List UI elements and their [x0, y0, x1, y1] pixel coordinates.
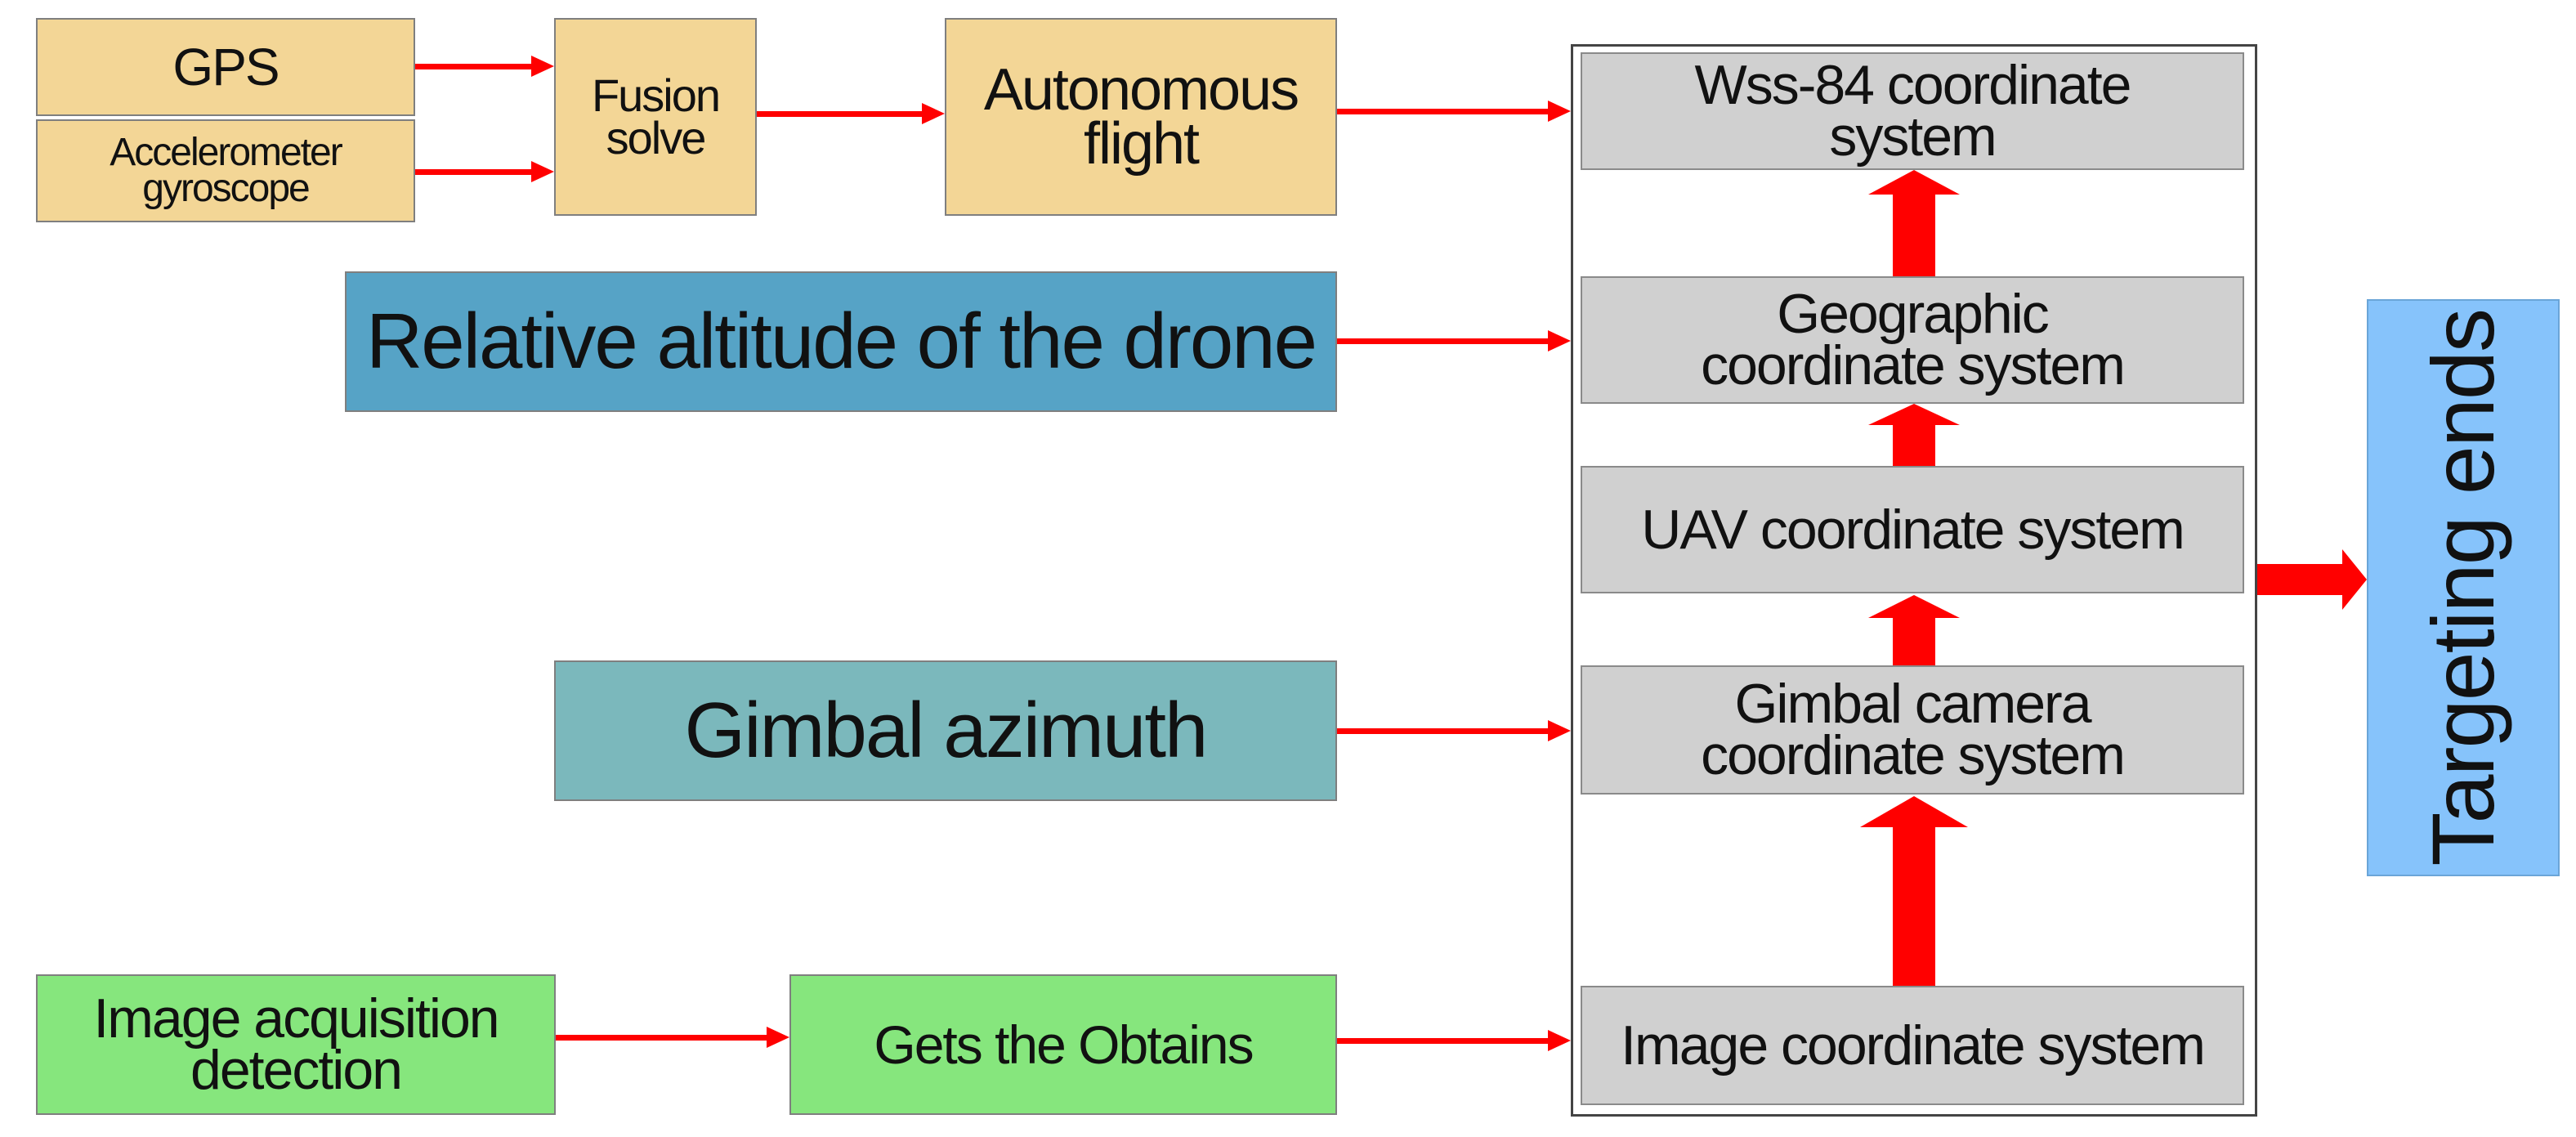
image-coordinate-system-label: Image coordinate system — [1621, 1014, 2206, 1077]
uav-coordinate-system-box: UAV coordinate system — [1581, 466, 2244, 593]
gimbal-azimuth-box: Gimbal azimuth — [554, 660, 1337, 801]
arrow-image-acq-to-gets — [556, 1027, 789, 1048]
fusion-solve-label: Fusion solve — [591, 69, 721, 163]
arrow-azimuth-to-gimbal-camera — [1337, 720, 1571, 741]
arrow-altitude-to-geographic — [1337, 330, 1571, 351]
wgs84-coordinate-system-box: Wss-84 coordinate system — [1581, 52, 2244, 170]
arrow-uav-to-geographic — [1868, 404, 1960, 466]
image-acquisition-label: Image acquisition detection — [93, 987, 499, 1101]
gps-label: GPS — [172, 37, 280, 96]
targeting-ends-box: Targeting ends — [2367, 299, 2560, 876]
arrow-autonomous-to-wgs84 — [1337, 101, 1571, 122]
gps-box: GPS — [36, 18, 415, 116]
image-acquisition-box: Image acquisition detection — [36, 974, 556, 1115]
fusion-solve-box: Fusion solve — [554, 18, 757, 216]
arrow-accel-to-fusion — [415, 161, 554, 182]
arrow-geographic-to-wgs84 — [1868, 170, 1960, 276]
gets-the-obtains-box: Gets the Obtains — [789, 974, 1337, 1115]
gimbal-camera-coordinate-system-box: Gimbal camera coordinate system — [1581, 665, 2244, 795]
arrow-fusion-to-autonomous — [757, 103, 945, 124]
geographic-coordinate-system-label: Geographic coordinate system — [1701, 283, 2126, 396]
autonomous-flight-label: Autonomous flight — [983, 56, 1299, 177]
arrow-gps-to-fusion — [415, 56, 554, 77]
arrow-gimbal-camera-to-uav — [1868, 595, 1960, 665]
image-coordinate-system-box: Image coordinate system — [1581, 986, 2244, 1105]
arrow-image-coord-to-gimbal-camera — [1860, 796, 1968, 986]
arrow-gets-to-image-coord — [1337, 1030, 1571, 1051]
coordinate-chain-frame — [1571, 44, 2257, 1117]
accelerometer-gyroscope-box: Accelerometer gyroscope — [36, 119, 415, 222]
wgs84-coordinate-system-label: Wss-84 coordinate system — [1694, 54, 2132, 168]
gets-the-obtains-label: Gets the Obtains — [874, 1014, 1254, 1075]
relative-altitude-box: Relative altitude of the drone — [345, 271, 1337, 412]
gimbal-camera-coordinate-system-label: Gimbal camera coordinate system — [1701, 673, 2126, 786]
autonomous-flight-box: Autonomous flight — [945, 18, 1337, 216]
accelerometer-gyroscope-label: Accelerometer gyroscope — [110, 130, 342, 210]
relative-altitude-label: Relative altitude of the drone — [365, 297, 1317, 385]
uav-coordinate-system-label: UAV coordinate system — [1641, 498, 2185, 561]
arrow-chain-to-targeting — [2257, 549, 2367, 610]
geographic-coordinate-system-box: Geographic coordinate system — [1581, 276, 2244, 404]
gimbal-azimuth-label: Gimbal azimuth — [684, 686, 1209, 774]
